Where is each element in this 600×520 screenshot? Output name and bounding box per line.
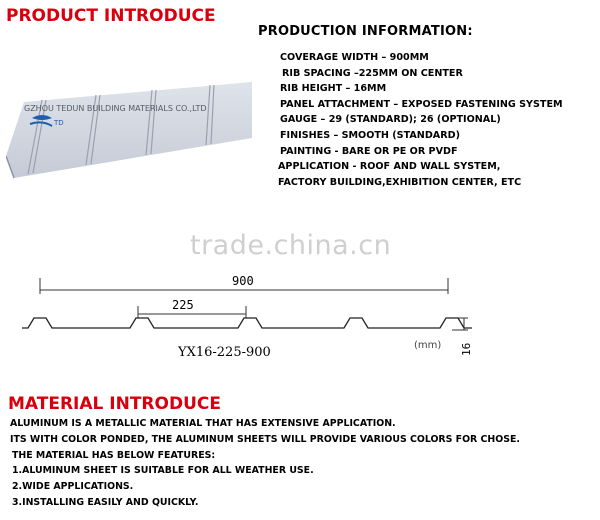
spec-gauge: GAUGE – 29 (STANDARD); 26 (OPTIONAL) bbox=[280, 114, 501, 126]
spec-finishes: FINISHES – SMOOTH (STANDARD) bbox=[280, 129, 460, 141]
feature-item: 3.INSTALLING EASILY AND QUICKLY. bbox=[12, 496, 199, 508]
spec-application: APPLICATION - ROOF AND WALL SYSTEM, FACT… bbox=[278, 161, 522, 188]
unit-label: (mm) bbox=[414, 340, 441, 351]
spec-painting: PAINTING - BARE OR PE OR PVDF bbox=[280, 145, 458, 157]
product-introduce-heading: PRODUCT INTRODUCE bbox=[6, 6, 216, 26]
material-line: ALUMINUM IS A METALLIC MATERIAL THAT HAS… bbox=[10, 418, 396, 429]
feature-item: 1.ALUMINUM SHEET IS SUITABLE FOR ALL WEA… bbox=[12, 465, 314, 477]
material-text: ALUMINUM IS A METALLIC MATERIAL THAT HAS… bbox=[10, 416, 596, 511]
spec-coverage-width: COVERAGE WIDTH – 900MM bbox=[280, 52, 429, 63]
panel-ribs bbox=[27, 84, 215, 175]
spec-rib-height: RIB HEIGHT – 16MM bbox=[280, 83, 387, 95]
company-watermark: GZHOU TEDUN BUILDING MATERIALS CO.,LTD bbox=[24, 104, 207, 113]
panel-profile-drawing: 900 225 16 YX16-225-900 (mm) bbox=[22, 274, 473, 360]
roof-panel-photo: TD GZHOU TEDUN BUILDING MATERIALS CO.,LT… bbox=[6, 82, 252, 179]
material-line: ITS WITH COLOR PONDED, THE ALUMINUM SHEE… bbox=[10, 433, 520, 445]
material-line: THE MATERIAL HAS BELOW FEATURES: bbox=[12, 449, 216, 461]
profile-line bbox=[22, 317, 472, 329]
trade-china-watermark: trade.china.cn bbox=[190, 230, 392, 261]
spec-rib-spacing: RIB SPACING –225MM ON CENTER bbox=[282, 67, 463, 79]
coverage-width-label: 900 bbox=[232, 274, 254, 288]
rib-spacing-label: 225 bbox=[172, 298, 194, 312]
rib-height-label: 16 bbox=[460, 343, 473, 356]
production-information-heading: PRODUCTION INFORMATION: bbox=[258, 24, 473, 39]
spec-list: COVERAGE WIDTH – 900MM RIB SPACING –225M… bbox=[278, 50, 598, 190]
feature-item: 2.WIDE APPLICATIONS. bbox=[12, 481, 134, 493]
tedun-logo: TD bbox=[29, 115, 64, 127]
logo-text: TD bbox=[53, 119, 64, 127]
spec-panel-attachment: PANEL ATTACHMENT – EXPOSED FASTENING SYS… bbox=[280, 98, 563, 110]
panel-surface bbox=[6, 82, 252, 178]
model-number-label: YX16-225-900 bbox=[177, 345, 271, 360]
material-introduce-heading: MATERIAL INTRODUCE bbox=[8, 394, 221, 414]
